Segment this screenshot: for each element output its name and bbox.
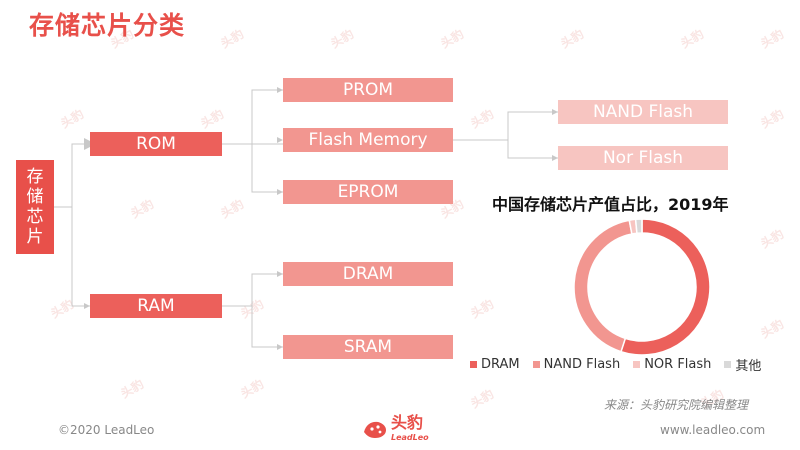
legend-label: NOR Flash <box>644 357 712 372</box>
logo-en-text: LeadLeo <box>391 433 429 442</box>
legend-item-other: 其他 <box>724 355 761 374</box>
node-nand-flash: NAND Flash <box>558 100 728 124</box>
copyright: ©2020 LeadLeo <box>58 423 155 437</box>
root-char: 储 <box>26 187 44 207</box>
legend-label: NAND Flash <box>543 357 621 372</box>
node-nor-flash: Nor Flash <box>558 146 728 170</box>
leopard-icon <box>364 421 386 438</box>
donut-chart <box>573 218 711 356</box>
page-title: 存储芯片分类 <box>29 11 186 40</box>
legend-item-dram: DRAM <box>470 355 520 374</box>
chart-title: 中国存储芯片产值占比，2019年 <box>492 195 729 214</box>
donut-slice-dram <box>620 218 711 356</box>
source-note: 来源：头豹研究院编辑整理 <box>604 398 749 412</box>
logo-cn-text: 头豹 <box>391 413 424 432</box>
legend-label: 其他 <box>735 359 762 374</box>
root-char: 存 <box>26 167 44 187</box>
node-dram: DRAM <box>283 262 453 286</box>
root-char: 芯 <box>26 207 44 227</box>
donut-slice-nand-flash <box>573 219 633 353</box>
legend-label: DRAM <box>481 357 520 372</box>
donut-slice-其他 <box>634 218 643 235</box>
node-ram: RAM <box>90 294 222 318</box>
website-url: www.leadleo.com <box>660 423 766 437</box>
legend-swatch <box>724 361 732 368</box>
node-flash-memory: Flash Memory <box>283 128 453 152</box>
legend-swatch <box>633 361 641 368</box>
leadleo-logo: 头豹 LeadLeo <box>362 414 429 444</box>
legend-item-nand: NAND Flash <box>532 355 621 374</box>
node-prom: PROM <box>283 78 453 102</box>
node-eprom: EPROM <box>283 180 453 204</box>
root-node-memory-chip: 存 储 芯 片 <box>16 160 54 254</box>
legend-item-nor: NOR Flash <box>633 355 711 374</box>
node-rom: ROM <box>90 132 222 156</box>
legend-swatch <box>470 361 477 368</box>
legend-swatch <box>532 361 540 368</box>
node-sram: SRAM <box>283 335 453 359</box>
root-char: 片 <box>26 227 44 247</box>
chart-legend: DRAM NAND Flash NOR Flash 其他 <box>470 355 761 374</box>
